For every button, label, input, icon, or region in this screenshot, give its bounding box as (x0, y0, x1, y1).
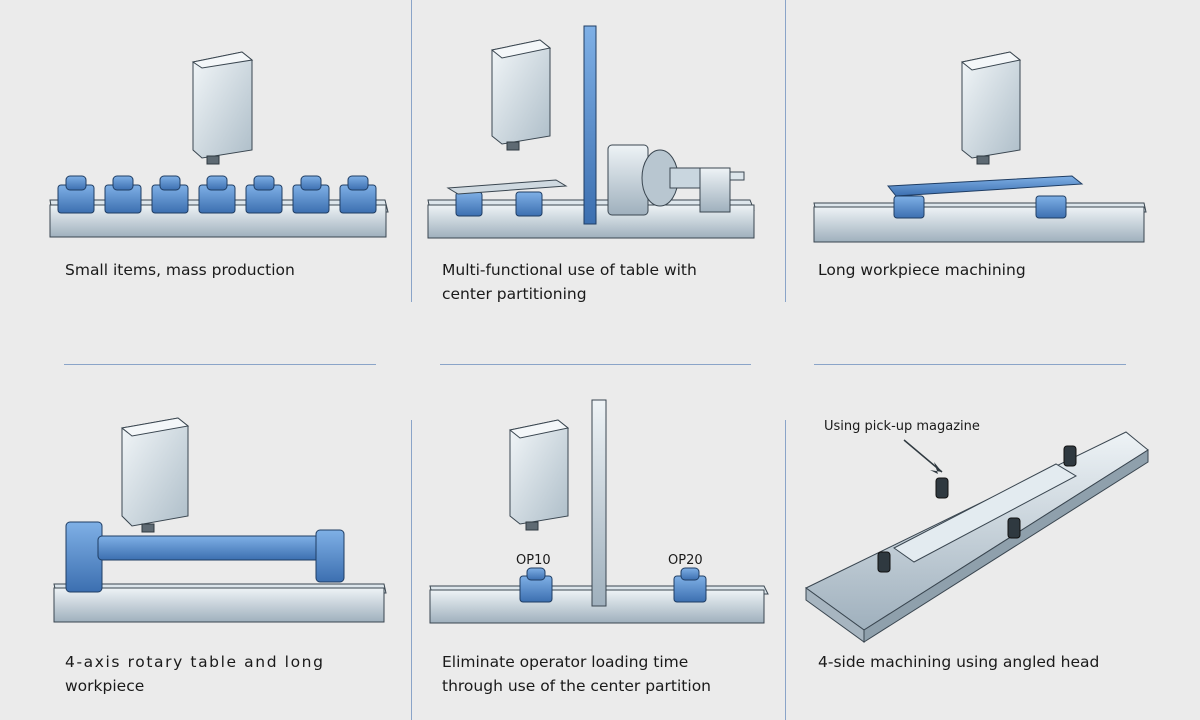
caption-line-1: Small items, mass production (65, 261, 295, 279)
panel-center-partition: Multi-functional use of table with cente… (412, 0, 784, 360)
panel-angled-head: Using pick-up magazine 4-side machining … (786, 380, 1200, 720)
caption-rotary-table: 4-axis rotary table and long workpiece (65, 650, 325, 698)
divider-horizontal-3 (814, 364, 1126, 365)
caption-line-2: workpiece (65, 677, 145, 695)
divider-horizontal-2 (440, 364, 751, 365)
divider-vertical-3 (411, 420, 412, 720)
caption-line-1: Eliminate operator loading time (442, 653, 689, 671)
caption-long-workpiece: Long workpiece machining (818, 258, 1026, 282)
caption-line-2: through use of the center partition (442, 677, 712, 695)
divider-vertical-4 (785, 420, 786, 720)
caption-angled-head: 4-side machining using angled head (818, 650, 1099, 674)
long-workpiece-machine-illustration (813, 51, 1147, 243)
rotary-table-machine-illustration (53, 417, 387, 623)
center-partition-machine-illustration (427, 25, 755, 239)
op20-label: OP20 (668, 553, 703, 568)
caption-line-1: 4-side machining using angled head (818, 653, 1100, 671)
magazine-label: Using pick-up magazine (824, 419, 980, 434)
caption-line-1: Multi-functional use of table with (442, 261, 697, 279)
caption-line-1: Long workpiece machining (818, 261, 1026, 279)
op-partition-machine-illustration: OP10 OP20 (429, 399, 769, 624)
caption-small-items: Small items, mass production (65, 258, 295, 282)
caption-line-1: 4-axis rotary table and long (65, 653, 325, 671)
caption-op-partition: Eliminate operator loading time through … (442, 650, 711, 698)
angled-head-machine-illustration: Using pick-up magazine (805, 419, 1149, 643)
small-items-machine-illustration (49, 51, 389, 238)
caption-center-partition: Multi-functional use of table with cente… (442, 258, 697, 306)
divider-horizontal-1 (64, 364, 376, 365)
caption-line-2: center partitioning (442, 285, 587, 303)
panel-small-items: Small items, mass production (0, 0, 410, 360)
panel-long-workpiece: Long workpiece machining (786, 0, 1200, 360)
divider-vertical-2 (785, 0, 786, 302)
panel-rotary-table: 4-axis rotary table and long workpiece (0, 380, 410, 720)
op10-label: OP10 (516, 553, 551, 568)
divider-vertical-1 (411, 0, 412, 302)
panel-op-partition: OP10 OP20 Eliminate operator loading tim… (412, 380, 784, 720)
